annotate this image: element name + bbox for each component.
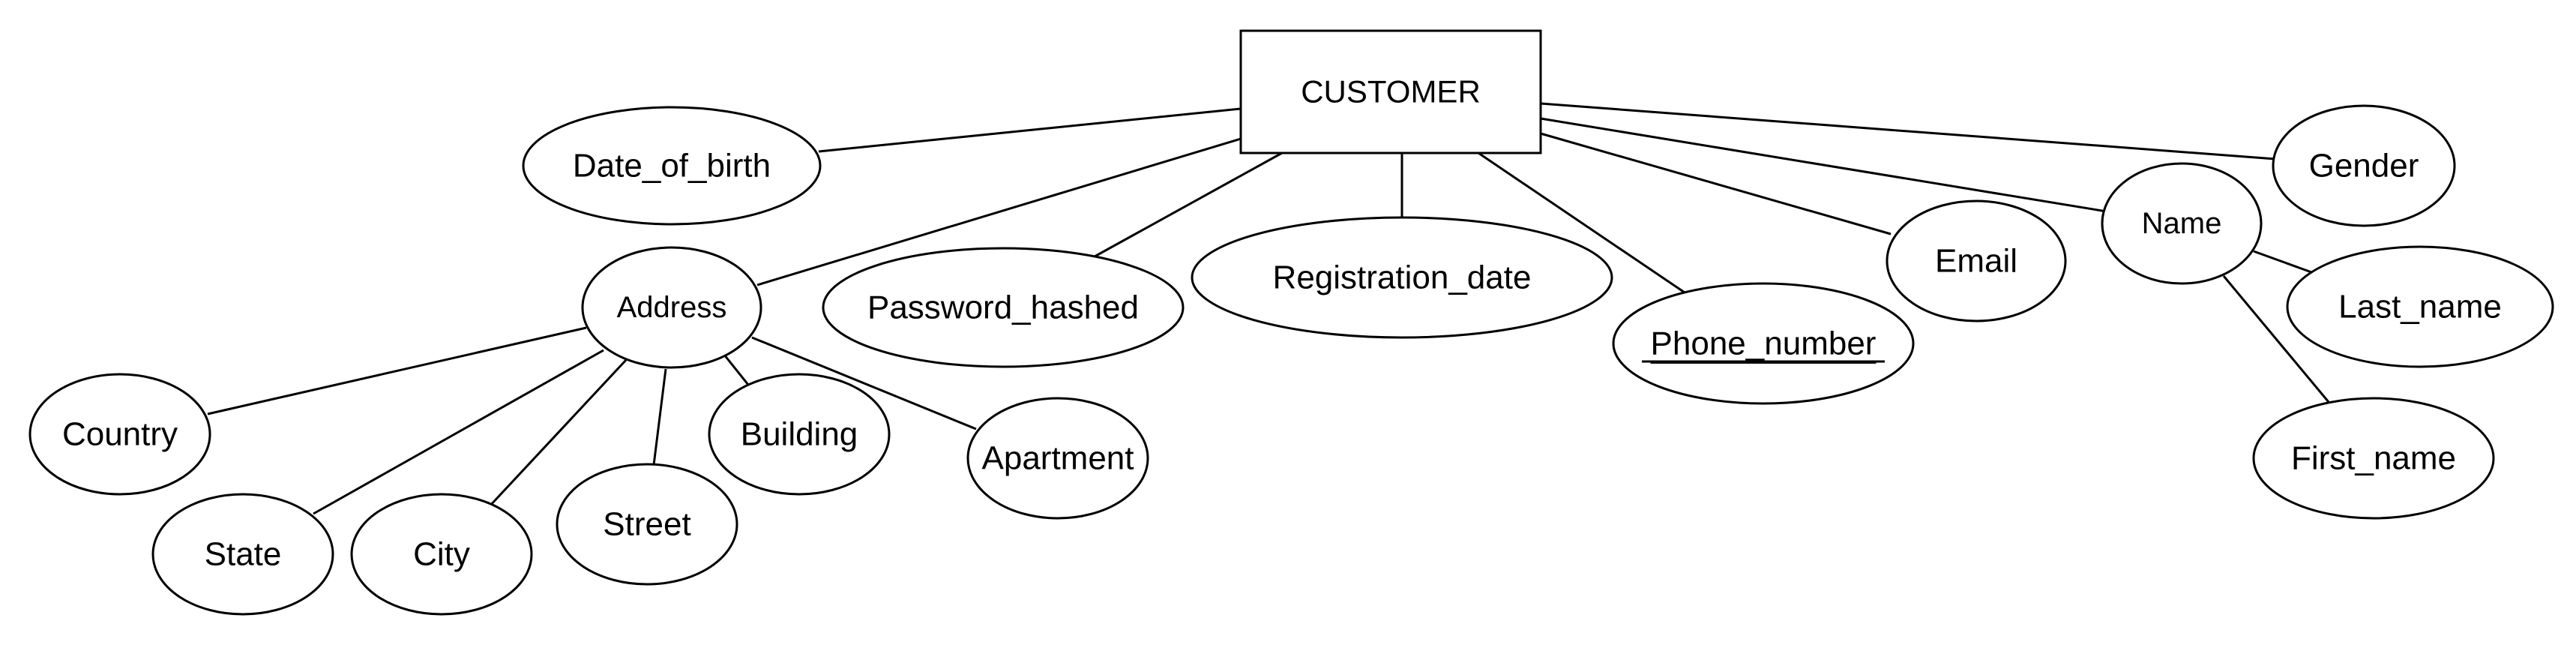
attribute-street[interactable]: Street	[556, 463, 738, 586]
attribute-phone-number[interactable]: Phone_number	[1612, 282, 1915, 405]
line-customer-address	[756, 137, 1242, 286]
attribute-ellipse	[28, 373, 211, 496]
attribute-label: Date_of_birth	[573, 148, 771, 184]
attribute-registration-date[interactable]: Registration_date	[1191, 216, 1613, 339]
attribute-ellipse	[1886, 200, 2067, 322]
customer-entity-label: CUSTOMER	[1301, 74, 1481, 110]
attribute-email[interactable]: Email	[1886, 200, 2067, 322]
attribute-ellipse	[581, 246, 762, 369]
attribute-ellipse	[2272, 104, 2456, 227]
attribute-label: City	[413, 536, 470, 573]
attribute-ellipse	[522, 106, 822, 226]
attribute-ellipse	[350, 493, 533, 616]
attribute-label: Gender	[2309, 148, 2419, 184]
attribute-label: Registration_date	[1273, 260, 1532, 296]
attribute-date-of-birth[interactable]: Date_of_birth	[522, 106, 822, 226]
line-address-apartment	[751, 336, 977, 430]
line-address-building	[723, 354, 750, 386]
line-customer-date-of-birth	[818, 107, 1242, 153]
attribute-ellipse	[151, 493, 334, 616]
connector-lines	[207, 102, 2330, 515]
attribute-ellipse	[822, 247, 1185, 368]
attribute-label-primary-key: Phone_number	[1651, 326, 1877, 362]
attribute-country[interactable]: Country	[28, 373, 211, 496]
line-address-street	[652, 368, 667, 466]
attribute-label: Country	[62, 416, 178, 453]
attribute-ellipse	[1191, 216, 1613, 339]
attribute-ellipse	[556, 463, 738, 586]
line-address-city	[487, 358, 628, 508]
line-name-first-name	[2222, 275, 2330, 403]
attribute-label: Last_name	[2338, 289, 2502, 326]
attribute-label: Apartment	[982, 440, 1134, 477]
line-customer-email	[1540, 132, 1892, 236]
attribute-password-hashed[interactable]: Password_hashed	[822, 247, 1185, 368]
attribute-ellipse	[2252, 397, 2495, 520]
attribute-gender[interactable]: Gender	[2272, 104, 2456, 227]
attribute-label: Name	[2142, 207, 2222, 240]
attribute-label: State	[205, 536, 282, 573]
line-address-country	[207, 326, 587, 416]
line-customer-name	[1540, 117, 2107, 213]
attribute-label: Address	[617, 291, 727, 324]
attribute-label: Email	[1935, 243, 2017, 280]
line-customer-password-hashed	[1094, 152, 1283, 258]
attribute-ellipse	[2101, 162, 2263, 285]
attribute-first-name[interactable]: First_name	[2252, 397, 2495, 520]
attribute-address[interactable]: Address	[581, 246, 762, 369]
line-address-state	[313, 349, 604, 515]
line-customer-gender	[1540, 102, 2276, 160]
line-name-last-name	[2253, 250, 2314, 274]
attribute-state[interactable]: State	[151, 493, 334, 616]
attribute-ellipse	[2286, 245, 2554, 368]
attribute-label: Password_hashed	[867, 290, 1139, 326]
attribute-label: Building	[741, 416, 858, 453]
attribute-city[interactable]: City	[350, 493, 533, 616]
attribute-ellipse	[966, 397, 1149, 520]
attribute-label: First_name	[2291, 440, 2456, 477]
attribute-ellipse	[1612, 282, 1915, 405]
attribute-ellipse	[708, 373, 891, 496]
attribute-building[interactable]: Building	[708, 373, 891, 496]
customer-entity[interactable]: CUSTOMER	[1239, 29, 1542, 154]
attribute-name[interactable]: Name	[2101, 162, 2263, 285]
attribute-apartment[interactable]: Apartment	[966, 397, 1149, 520]
line-customer-phone-number	[1478, 152, 1688, 296]
attribute-label: Street	[603, 506, 690, 543]
customer-entity-box	[1239, 29, 1542, 154]
attribute-last-name[interactable]: Last_name	[2286, 245, 2554, 368]
